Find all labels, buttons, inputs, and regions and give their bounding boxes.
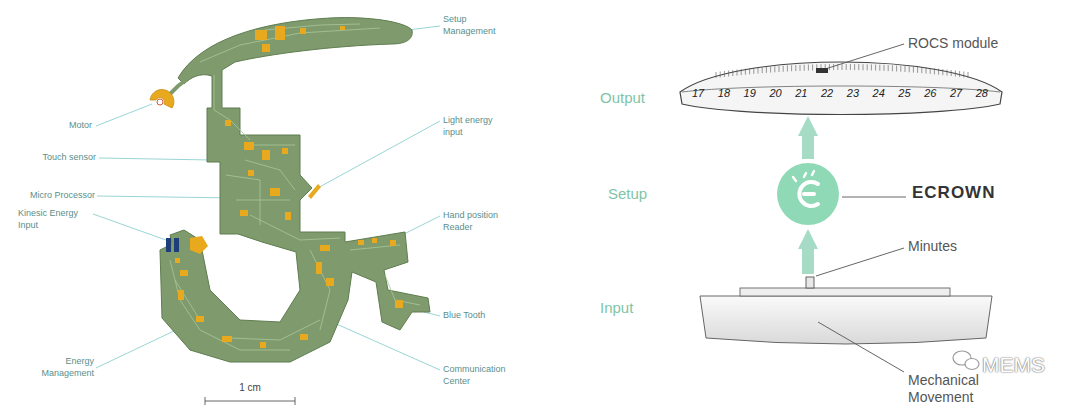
pcb-pad xyxy=(340,26,345,30)
stage-label: Output xyxy=(600,88,680,108)
pcb-pad xyxy=(180,270,188,276)
pcb-trace xyxy=(236,200,290,201)
pcb-pad xyxy=(300,334,308,340)
pcb-pad xyxy=(248,170,254,176)
pcb-trace xyxy=(310,250,330,330)
pcb-pad xyxy=(178,290,184,300)
pcb-pad xyxy=(262,44,270,52)
pcb-pad xyxy=(260,342,266,348)
part-label: ROCS module xyxy=(908,35,1033,52)
part-label: Touch sensor xyxy=(8,152,96,164)
brand-label: ECROWN xyxy=(912,183,1008,203)
pcb-pad xyxy=(270,188,280,196)
part-label: Blue Tooth xyxy=(443,310,523,322)
pcb-pad xyxy=(225,120,231,126)
flow-arrow xyxy=(802,249,814,274)
pcb-pad xyxy=(326,278,334,286)
part-label: Energy Management xyxy=(36,356,94,379)
pcb-trace xyxy=(170,260,290,350)
flow-arrow xyxy=(802,136,814,159)
movement-module: Mechanical Movement xyxy=(696,276,1026,408)
pcb-trace xyxy=(200,28,380,62)
pcb-trace xyxy=(214,75,250,140)
part-label: Communication Center xyxy=(443,364,517,387)
dial-numbers: 17 18 19 20 21 22 23 24 25 26 27 28 xyxy=(692,87,988,100)
part-label: Setup Management xyxy=(443,14,505,37)
watermark-icon xyxy=(953,351,979,370)
pcb-pad xyxy=(255,30,267,40)
part-label: Minutes xyxy=(908,237,1018,255)
pcb-pad xyxy=(244,142,254,150)
pcb-pad xyxy=(395,300,403,308)
pcb-pad xyxy=(275,26,285,40)
watermark: MEMS xyxy=(982,351,1072,378)
pcb-pad xyxy=(320,245,330,251)
pcb-pad xyxy=(300,28,306,34)
pcb-pad xyxy=(358,240,364,245)
dial-module: ROCS module 17 18 19 20 21 22 23 24 25 26… xyxy=(676,30,1038,114)
pcb-pad xyxy=(262,150,270,160)
part-label: Hand position Reader xyxy=(443,210,513,233)
part-label: Light energy input xyxy=(443,115,509,138)
pcb-pad xyxy=(175,258,180,263)
dimension-label: 1 cm xyxy=(230,381,270,394)
part-label: Mechanical Movement xyxy=(908,372,996,406)
pcb-trace xyxy=(250,215,340,240)
stage-label: Setup xyxy=(608,184,688,204)
part-label: Motor xyxy=(38,120,92,132)
pcb-pad xyxy=(222,336,232,342)
pcb-pad xyxy=(240,210,248,216)
pcb-trace xyxy=(245,160,295,190)
pcb-pad xyxy=(316,262,322,274)
stage-label: Input xyxy=(600,298,680,318)
pcb-pad xyxy=(285,212,291,220)
pcb-trace xyxy=(230,320,320,340)
leader-lines xyxy=(816,248,904,276)
pcb-pad xyxy=(196,316,204,322)
pcb-pad xyxy=(372,238,377,243)
motor-symbol xyxy=(150,90,174,108)
part-label: Kinesic Energy Input xyxy=(18,208,88,231)
pcb-pad xyxy=(282,148,288,154)
crown-module: ECROWN xyxy=(774,161,1011,227)
flex-pcb xyxy=(150,18,430,362)
part-label: Micro Processor xyxy=(5,190,95,202)
pcb-pad xyxy=(390,240,396,246)
pcb-trace xyxy=(175,280,200,320)
scale-bar xyxy=(205,397,295,405)
